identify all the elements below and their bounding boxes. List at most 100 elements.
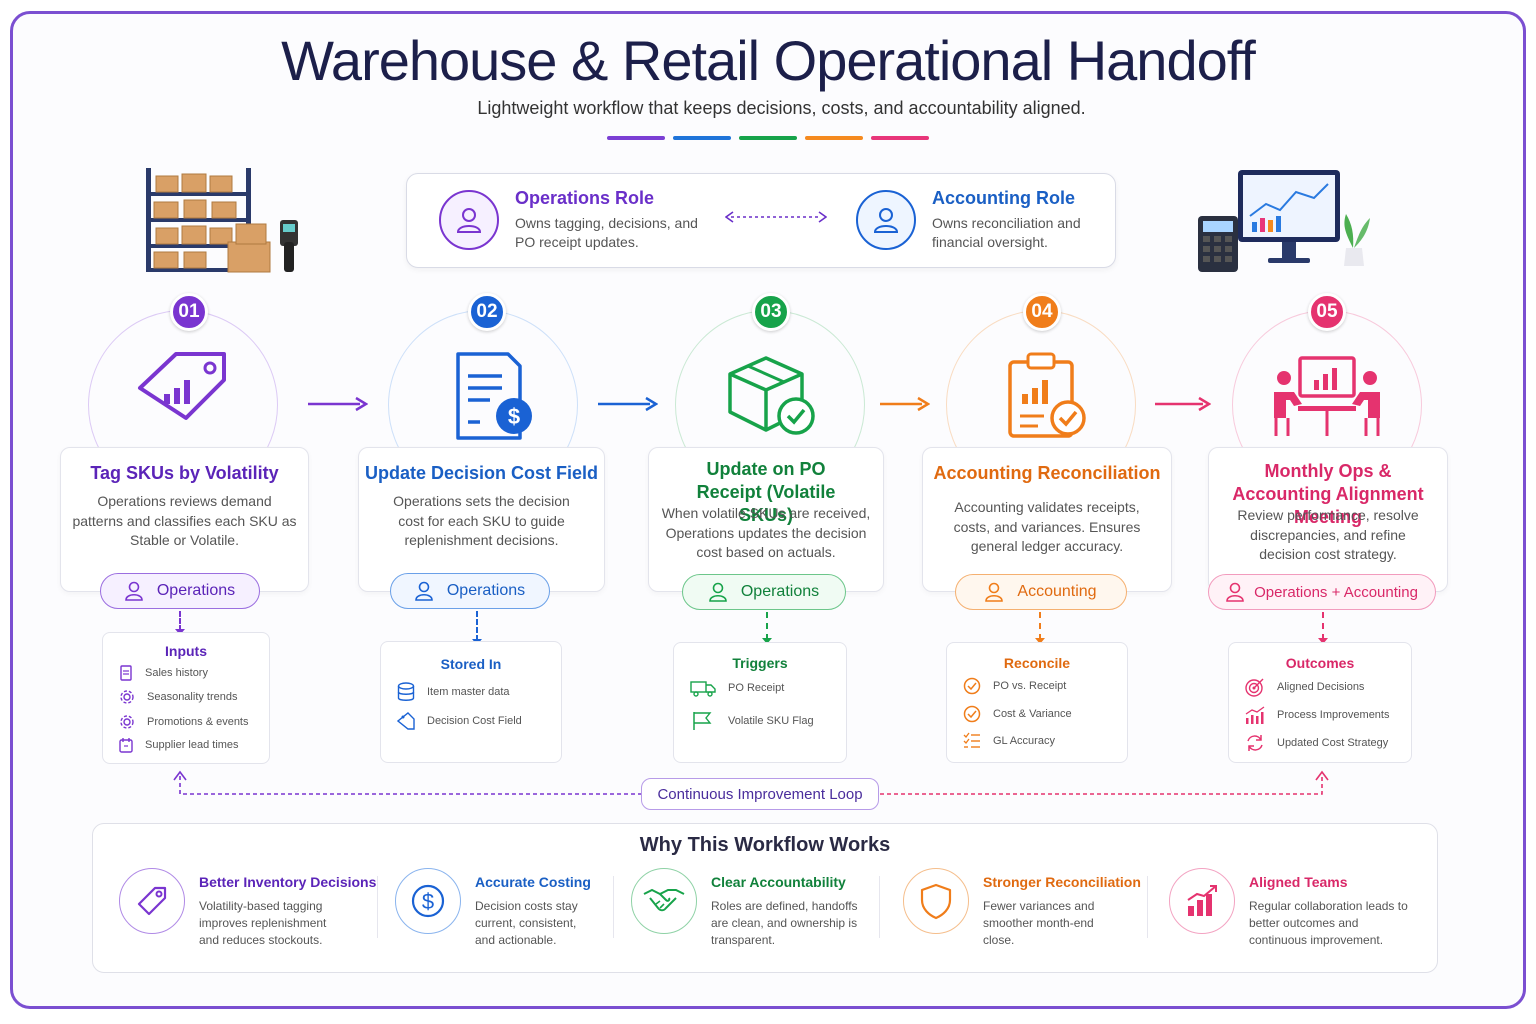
improvement-loop-path [173,770,1329,795]
flow-arrow-icon [880,396,930,412]
step-4-title: Accounting Reconciliation [933,463,1161,483]
input-label: Supplier lead times [145,739,239,751]
step-2-desc: Operations sets the decision cost for ea… [393,493,570,548]
benefit-icon-circle [119,868,185,934]
step-2-owner-badge: Operations [390,573,550,609]
gear-icon [120,690,134,704]
handshake-icon [643,888,685,912]
input-item: Promotions & events [119,714,249,730]
user-icon [873,208,899,233]
step-3-triggers-box: Triggers PO Receipt Volatile SKU Flag [673,642,847,763]
benefit-title: Aligned Teams [1249,874,1348,890]
step-2-stored-in-box: Stored In Item master data Decision Cost… [380,641,562,763]
stored-in-title: Stored In [440,656,502,672]
outcomes-title: Outcomes [1285,655,1355,671]
trigger-label: PO Receipt [728,682,785,694]
benefit-title: Clear Accountability [711,874,846,890]
why-title: Why This Workflow Works [639,834,891,856]
benefit-divider [377,876,378,938]
reconcile-title: Reconcile [1003,655,1071,671]
accent-bars [607,136,929,140]
outcome-label: Aligned Decisions [1277,681,1365,693]
operations-role-desc: Owns tagging, decisions, and PO receipt … [515,215,698,250]
benefit-icon-circle [1169,868,1235,934]
step-1-inputs-box: Inputs Sales history Seasonality trends … [102,632,270,764]
why-section: Why This Workflow Works Better Inventory… [92,823,1438,973]
reconcile-item: PO vs. Receipt [963,677,1066,695]
step-3-number: 03 [752,293,790,331]
check-circle-icon [963,677,981,695]
tag-icon [397,712,415,730]
trigger-item: PO Receipt [690,679,784,697]
step-1-desc: Operations reviews demand patterns and c… [72,493,297,548]
shield-icon [920,883,952,920]
step-3-connector [762,612,772,644]
accounting-role-title: Accounting Role [932,188,1075,208]
outcome-label: Updated Cost Strategy [1277,737,1389,749]
benefit-desc: Fewer variances and smoother month-end c… [983,899,1095,947]
step-2-connector [472,611,482,645]
flag-icon [693,712,712,730]
input-label: Promotions & events [147,716,249,728]
dollar-icon: $ [411,884,445,918]
accent-bar [673,136,731,140]
roles-panel: Operations Role Owns tagging, decisions,… [406,173,1116,268]
svg-text:$: $ [422,889,434,914]
step-5-connector [1318,612,1328,644]
input-item: Supplier lead times [119,737,239,753]
step-3-desc: When volatile SKUs are received, Operati… [661,505,871,560]
step-5-outcomes-box: Outcomes Aligned Decisions Process Impro… [1228,642,1412,763]
benefit-desc: Roles are defined, handoffs are clean, a… [711,899,858,947]
swap-arrow-icon [725,211,827,223]
step-2-number: 02 [468,293,506,331]
step-5-owner-badge: Operations + Accounting [1208,574,1436,610]
accent-bar [607,136,665,140]
step-4-card: Accounting Reconciliation Accounting val… [922,447,1172,592]
warehouse-shelf-illustration [138,162,308,282]
outcome-item: Process Improvements [1245,706,1389,724]
user-icon [415,581,433,601]
bar-chart-icon [1187,885,1217,916]
accent-bar [871,136,929,140]
box-check-icon [728,356,815,435]
step-5-number: 05 [1308,293,1346,331]
svg-text:$: $ [508,404,520,429]
step-3-owner-badge: Operations [682,574,846,610]
target-icon [1245,678,1264,697]
step-1-owner-badge: Operations [100,573,260,609]
truck-icon [690,681,716,697]
step-3-title: Update on PO Receipt (Volatile SKUs) [696,459,836,525]
step-5-desc: Review performance, resolve discrepancie… [1237,507,1419,562]
step-4-reconcile-box: Reconcile PO vs. Receipt Cost & Variance… [946,642,1128,763]
reconcile-label: Cost & Variance [993,708,1072,720]
step-4-owner-label: Accounting [1017,583,1097,600]
step-1-owner-label: Operations [156,582,236,599]
benefit-divider [1147,876,1148,938]
input-item: Sales history [119,665,208,681]
step-1-connector [175,611,185,635]
reconcile-label: PO vs. Receipt [993,680,1067,692]
continuous-improvement-loop: Continuous Improvement Loop [641,778,879,810]
refresh-icon [1247,735,1263,751]
reconcile-label: GL Accuracy [993,735,1055,747]
reconcile-item: Cost & Variance [963,705,1072,723]
benefit-title: Better Inventory Decisions [199,874,377,890]
benefit-divider [613,876,614,938]
stored-label: Decision Cost Field [427,715,522,727]
stored-label: Item master data [427,686,510,698]
stored-item: Item master data [397,682,510,702]
accounting-role-avatar [856,190,916,250]
trend-icon [1245,706,1265,724]
outcome-item: Aligned Decisions [1245,677,1364,697]
trigger-label: Volatile SKU Flag [728,715,814,727]
triggers-title: Triggers [732,655,788,671]
operations-role-title: Operations Role [515,188,655,208]
flow-arrow-icon [308,396,368,412]
database-icon [397,682,415,701]
trigger-item: Volatile SKU Flag [690,711,814,731]
benefit-desc: Volatility-based tagging improves replen… [199,899,327,947]
flow-arrow-icon [1155,396,1211,412]
input-item: Seasonality trends [119,689,238,705]
benefit-desc: Regular collaboration leads to better ou… [1249,899,1408,947]
reconcile-item: GL Accuracy [963,732,1055,750]
